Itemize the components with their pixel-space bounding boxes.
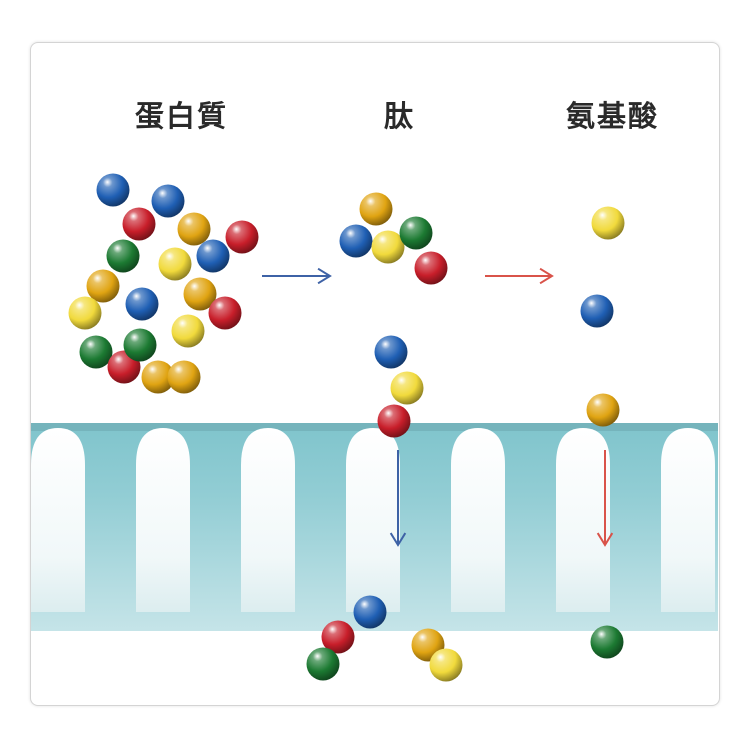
villus	[346, 428, 400, 612]
yellow-sphere	[390, 371, 424, 405]
yellow-sphere	[591, 206, 625, 240]
green-sphere	[399, 216, 433, 250]
blue-sphere	[125, 287, 159, 321]
gold-sphere	[167, 360, 201, 394]
yellow-sphere	[371, 230, 405, 264]
red-sphere	[122, 207, 156, 241]
gold-sphere	[141, 360, 175, 394]
arrow-peptide-absorption	[389, 450, 407, 547]
gold-sphere	[177, 212, 211, 246]
villus	[241, 428, 295, 612]
red-sphere	[377, 404, 411, 438]
gold-sphere	[183, 277, 217, 311]
intestinal-membrane	[31, 423, 718, 631]
villus	[451, 428, 505, 612]
gold-sphere	[86, 269, 120, 303]
gold-sphere	[359, 192, 393, 226]
villus	[556, 428, 610, 612]
arrow-amino-acid-absorption	[596, 450, 614, 547]
blue-sphere	[339, 224, 373, 258]
gold-sphere	[586, 393, 620, 427]
blue-sphere	[580, 294, 614, 328]
green-sphere	[306, 647, 340, 681]
villus	[136, 428, 190, 612]
blue-sphere	[374, 335, 408, 369]
arrow-protein-to-peptide	[262, 267, 332, 285]
yellow-sphere	[68, 296, 102, 330]
red-sphere	[225, 220, 259, 254]
green-sphere	[106, 239, 140, 273]
blue-sphere	[96, 173, 130, 207]
yellow-sphere	[429, 648, 463, 682]
membrane-surface	[31, 423, 718, 431]
arrows	[262, 267, 614, 547]
green-sphere	[590, 625, 624, 659]
label-protein: 蛋白質	[135, 99, 229, 133]
arrow-peptide-to-amino-acid	[485, 267, 554, 285]
green-sphere	[123, 328, 157, 362]
red-sphere	[414, 251, 448, 285]
label-peptide: 肽	[384, 99, 416, 133]
villus	[661, 428, 715, 612]
molecules	[68, 173, 625, 682]
blue-sphere	[196, 239, 230, 273]
villus	[31, 428, 85, 612]
yellow-sphere	[158, 247, 192, 281]
green-sphere	[79, 335, 113, 369]
red-sphere	[208, 296, 242, 330]
blue-sphere	[151, 184, 185, 218]
blue-sphere	[353, 595, 387, 629]
red-sphere	[321, 620, 355, 654]
label-amino-acid: 氨基酸	[566, 99, 660, 133]
yellow-sphere	[171, 314, 205, 348]
